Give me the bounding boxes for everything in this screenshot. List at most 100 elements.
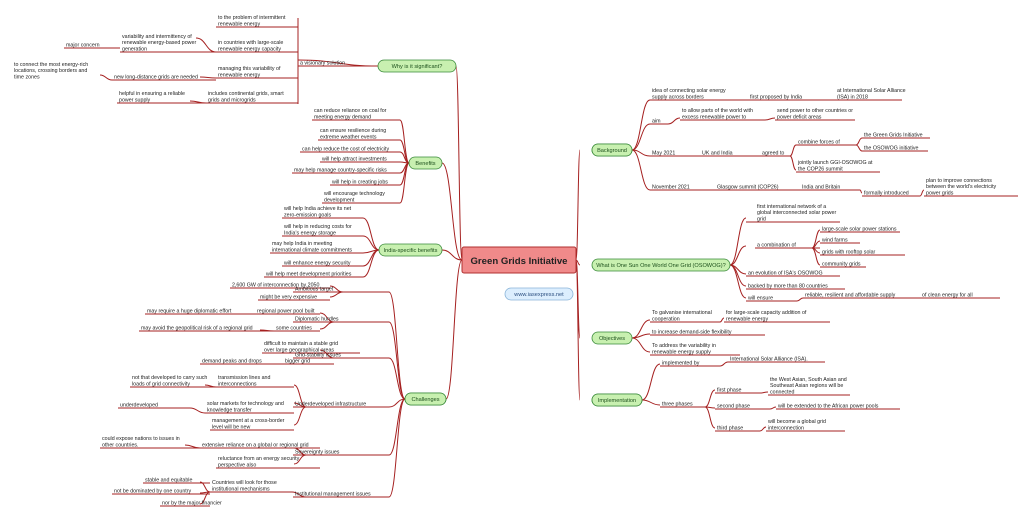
node-challenges-huge-effort-line: may require a huge diplomatic effort	[147, 309, 232, 315]
node-osowog-wind: wind farms	[822, 238, 848, 244]
node-why-long-distance: new long-distance grids are needed	[114, 75, 198, 81]
node-implementation-implemented-by: implemented by	[662, 361, 700, 367]
node-osowog-clean-line: of clean energy for all	[922, 293, 973, 299]
node-why-visionary-line: a visionary solution	[300, 61, 345, 67]
node-background-india-britain: India and Britain	[802, 185, 840, 191]
node-india-net-zero-line: will help India achieve its net	[284, 206, 352, 212]
node-background-india-britain-line: India and Britain	[802, 185, 840, 191]
node-challenges-diplomatic: Diplomatic hurdles	[295, 317, 339, 323]
node-india-net-zero-line: zero-emission goals	[284, 213, 331, 219]
edge-root-left-0	[455, 65, 463, 261]
node-why-large-scale-line: in countries with large-scale	[218, 40, 283, 46]
topic-objectives-box	[591, 331, 633, 345]
edge-challenges-infrastructure	[388, 398, 406, 408]
node-challenges-difficult-line: difficult to maintain a stable grid	[264, 341, 338, 347]
node-challenges-diplomatic-line: Diplomatic hurdles	[295, 317, 339, 323]
edge-ch-bigger	[319, 349, 335, 359]
node-implementation-isa-line: International Solar Alliance (ISA).	[730, 357, 808, 363]
node-why-variability-line: generation	[122, 47, 147, 53]
topic-implementation[interactable]: Implementation	[591, 393, 643, 407]
node-implementation-three-phases: three phases	[662, 402, 693, 408]
node-osowog-rooftop: grids with rooftop solar	[822, 250, 876, 256]
node-benefits-jobs: will help in creating jobs	[332, 180, 388, 186]
edge-im-first	[704, 389, 716, 408]
edge-bg-form	[859, 189, 863, 194]
node-why-variability-line: renewable energy-based power	[122, 40, 196, 46]
node-challenges-some-countries-line: some countries	[276, 326, 312, 332]
node-osowog-rooftop-line: grids with rooftop solar	[822, 250, 876, 256]
node-osowog-combination-line: a combination of	[757, 243, 796, 249]
website-link[interactable]: www.iasexpress.net	[504, 287, 574, 301]
node-osowog-wind-line: wind farms	[822, 238, 848, 244]
node-benefits-investments-line: will help attract investments	[322, 157, 387, 163]
topic-benefits-box	[408, 156, 443, 170]
node-background-ggi-line: the Green Grids Initiative	[864, 133, 923, 139]
topic-challenges[interactable]: Challenges	[404, 392, 447, 406]
node-osowog-reliable-line: reliable, resilient and affordable suppl…	[805, 293, 896, 299]
node-challenges-huge-effort: may require a huge diplomatic effort	[147, 309, 232, 315]
node-background-combine-line: combine forces of	[798, 140, 840, 146]
node-background-isa-2018: at International Solar Alliance(ISA) in …	[837, 88, 906, 100]
node-challenges-avoid-risk: may avoid the geopolitical risk of a reg…	[141, 326, 253, 332]
node-why-major-concern-line: major concern	[66, 43, 100, 49]
topic-benefits[interactable]: Benefits	[408, 156, 443, 170]
node-challenges-management-line: level will be new	[212, 425, 250, 431]
topic-implementation-box	[591, 393, 643, 407]
node-osowog-community: community grids	[822, 262, 861, 268]
edge-challenges-grid_stability	[388, 357, 406, 400]
topic-why[interactable]: Why is it significant?	[377, 59, 457, 73]
node-india-priorities: will help meet development priorities	[266, 272, 352, 278]
node-implementation-second-phase: second phase	[717, 404, 750, 410]
node-challenges-underdeveloped: underdeveloped	[120, 403, 158, 409]
topic-objectives[interactable]: Objectives	[591, 331, 633, 345]
edge-ch-trans	[293, 384, 307, 408]
node-challenges-stable: stable and equitable	[145, 478, 192, 484]
node-implementation-first-detail-line: the West Asian, South Asian and	[770, 377, 847, 383]
topic-why-box	[377, 59, 457, 73]
edge-os-first	[729, 217, 747, 266]
mind-map-topic-boxes: Green Grids Initiative www.iasexpress.net…	[377, 59, 731, 407]
node-background-idea-line: supply across borders	[652, 95, 704, 101]
node-challenges-sovereignty: Sovereignty issues	[295, 450, 340, 456]
node-implementation-implemented-by-line: implemented by	[662, 361, 700, 367]
edge-root-left-3	[445, 259, 463, 400]
node-india-climate-line: international climate commitments	[272, 248, 352, 254]
edge-ch-look	[291, 491, 307, 498]
node-osowog-evolution: an evolution of ISA's OSOWOG	[748, 271, 823, 277]
edge-root-left-2	[441, 249, 463, 261]
node-benefits-resilience-line: can ensure resilience during	[320, 128, 386, 134]
node-objectives-galvanise-line: cooperation	[652, 317, 680, 323]
topic-india-label: India-specific benefits	[384, 248, 438, 254]
node-challenges-grid-stability-line: Grid-stability issues	[295, 353, 341, 359]
edge-im-third	[704, 406, 716, 429]
node-implementation-first-phase-line: first phase	[717, 388, 741, 394]
node-osowog-ensure: will ensure	[748, 296, 773, 302]
edge-ch-some	[319, 321, 335, 330]
topic-india[interactable]: India-specific benefits	[378, 243, 443, 257]
topic-background[interactable]: Background	[591, 143, 633, 157]
root-node[interactable]: Green Grids Initiative	[461, 246, 577, 274]
node-background-plan-line: between the world's electricity	[926, 184, 997, 190]
edge-os-ensure	[729, 264, 747, 299]
node-objectives-large-scale-line: for large-scale capacity addition of	[726, 310, 807, 316]
node-challenges-underdeveloped-line: underdeveloped	[120, 403, 158, 409]
node-why-connect-line: time zones	[14, 75, 40, 81]
node-why-problem-line: to the problem of intermittent	[218, 15, 286, 21]
topic-osowog[interactable]: What is One Sun One World One Grid (OSOW…	[591, 258, 731, 272]
node-challenges-expensive-line: might be very expensive	[260, 295, 317, 301]
node-implementation-first-phase: first phase	[717, 388, 741, 394]
node-challenges-transmission-line: transmission lines and	[218, 375, 270, 381]
node-background-may2021: May 2021	[652, 151, 675, 157]
node-challenges-bigger-grid: bigger grid	[285, 359, 310, 365]
edge-im-isa	[719, 361, 729, 367]
